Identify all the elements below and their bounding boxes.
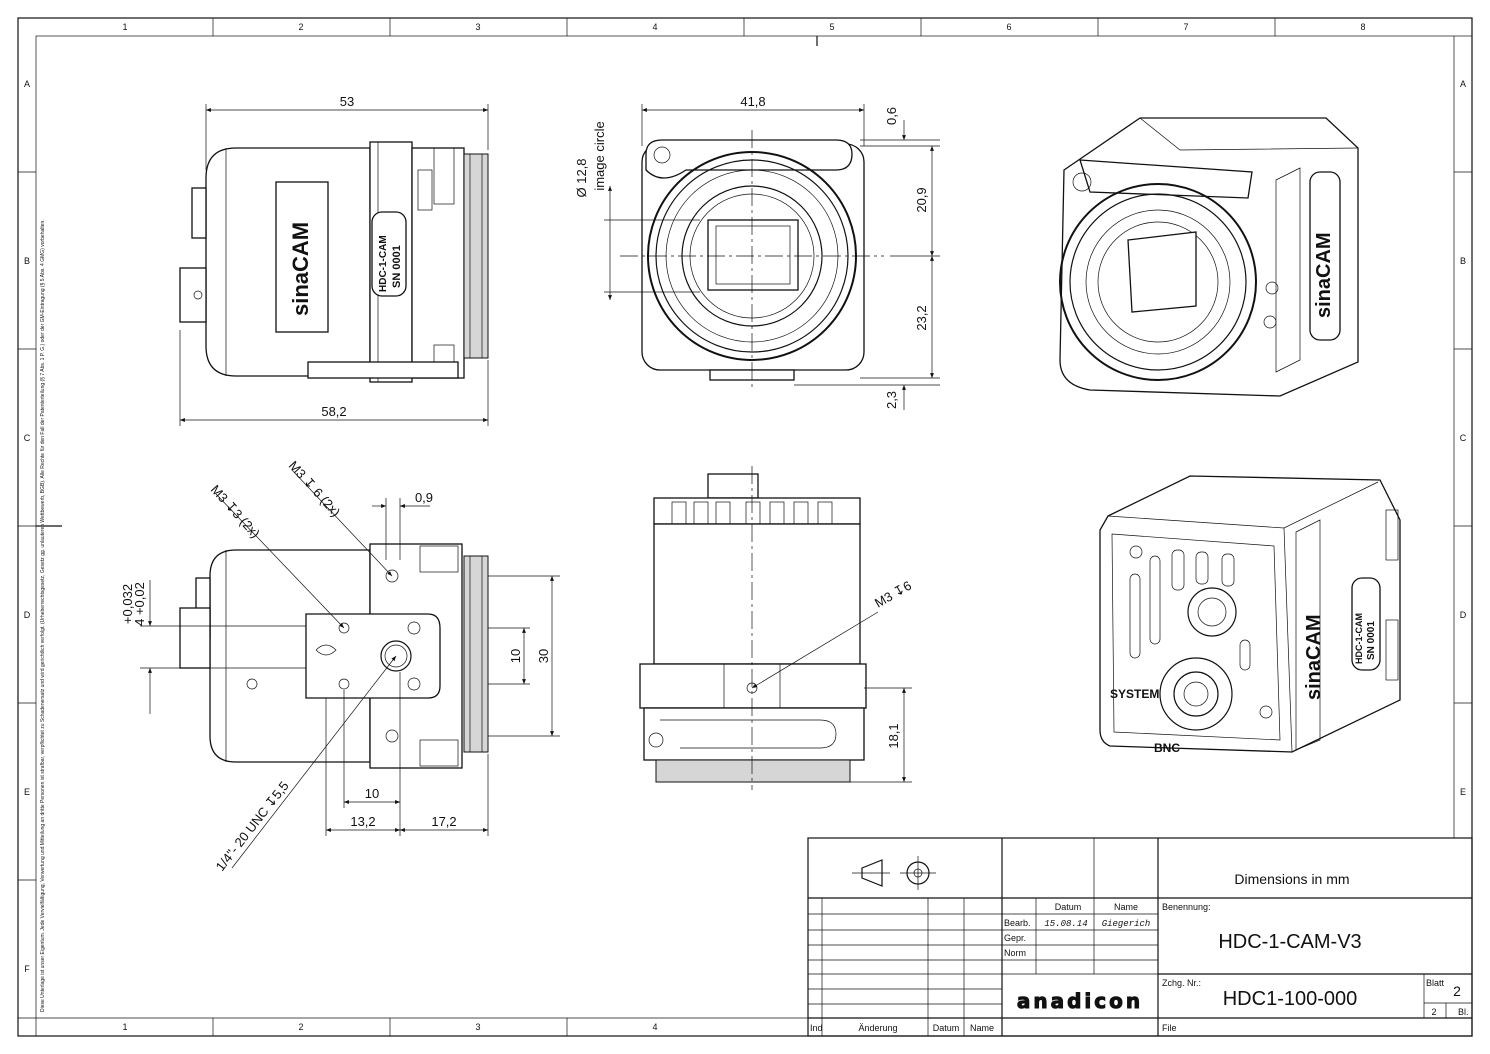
zone-number: 6	[1006, 22, 1011, 32]
copyright-note: Diese Unterlage ist unser Eigentum. Jede…	[40, 219, 46, 1012]
dim-label: 18,1	[886, 723, 901, 748]
zone-letters-left: A B C D E F	[24, 79, 31, 974]
bearb-name: Giegerich	[1102, 919, 1151, 929]
iso-view-back: SYSTEM BNC sinaCAM HDC-1-CAM SN 0001	[1099, 475, 1401, 755]
dim-label: Ø 12,8	[574, 158, 589, 197]
sheet-count: 2	[1431, 1007, 1436, 1017]
port-label: SYSTEM	[1110, 687, 1159, 701]
dim-label: 20,9	[914, 187, 929, 212]
dimensions-note: Dimensions in mm	[1234, 871, 1349, 887]
zone-number: 4	[652, 22, 657, 32]
company-logo: anadicon	[1017, 989, 1143, 1013]
thread-label: M3 ↧3 (2x)	[208, 482, 263, 541]
file-label: File	[1162, 1023, 1177, 1033]
dim-label: 0,6	[884, 107, 899, 125]
dim-label: image circle	[592, 121, 607, 190]
projection-symbol-icon	[852, 856, 936, 890]
dim-label: 2,3	[884, 391, 899, 409]
brand-label: sinaCAM	[1313, 232, 1335, 318]
serial-label: SN 0001	[1366, 621, 1377, 660]
zone-numbers-top: 1 2 3 4 5 6 7 8	[122, 22, 1365, 32]
zone-number: 2	[298, 22, 303, 32]
zone-letter: A	[1460, 79, 1466, 89]
dim-label: +0,032	[120, 584, 135, 624]
benennung-label: Benennung:	[1162, 902, 1211, 912]
zone-letter: C	[1460, 433, 1467, 443]
zone-letter: C	[24, 433, 31, 443]
zone-letter: D	[1460, 610, 1467, 620]
dim-label: 23,2	[914, 305, 929, 330]
zone-number: 4	[652, 1022, 657, 1032]
drawing-number: HDC1-100-000	[1223, 988, 1358, 1010]
zone-number: 3	[475, 22, 480, 32]
zone-number: 1	[122, 1022, 127, 1032]
row-gepr: Gepr.	[1004, 933, 1026, 943]
dim-label: 41,8	[740, 94, 765, 109]
thread-label: M3 ↧ 6 (2x)	[286, 458, 344, 520]
column-name2: Name	[970, 1023, 994, 1033]
column-name: Name	[1114, 902, 1138, 912]
zone-number: 2	[298, 1022, 303, 1032]
sheet-frame	[17, 17, 1473, 1037]
model-label: HDC-1-CAM	[1354, 613, 1364, 664]
row-bearb: Bearb.	[1004, 918, 1031, 928]
drawing-title: HDC-1-CAM-V3	[1218, 931, 1361, 953]
thread-label: 1/4"- 20 UNC ↧5,5	[213, 778, 292, 873]
blatt-label: Blatt	[1426, 978, 1445, 988]
port-label: BNC	[1154, 741, 1180, 755]
column-datum2: Datum	[933, 1023, 960, 1033]
dim-label: 10	[365, 786, 379, 801]
dim-label: 10	[508, 649, 523, 663]
serial-label: SN 0001	[391, 245, 403, 288]
zchg-label: Zchg. Nr.:	[1162, 978, 1201, 988]
zone-letter: F	[24, 964, 30, 974]
model-label: HDC-1-CAM	[378, 235, 389, 292]
iso-view-front: sinaCAM	[1059, 117, 1359, 397]
sheet-count-label: Bl.	[1458, 1007, 1469, 1017]
title-block: Dimensions in mm Datum Name Bearb. 15.08…	[807, 837, 1473, 1037]
zone-letter: E	[1460, 787, 1466, 797]
zone-numbers-bottom: 1 2 3 4	[122, 1022, 657, 1032]
row-norm: Norm	[1004, 948, 1026, 958]
zone-number: 5	[829, 22, 834, 32]
dim-label: 17,2	[431, 814, 456, 829]
zone-letters-right: A B C D E	[1460, 79, 1467, 797]
zone-number: 1	[122, 22, 127, 32]
side-view-bottom: M3 ↧3 (2x) M3 ↧ 6 (2x) 1/4"- 20 UNC ↧5,5…	[120, 458, 560, 874]
dim-label: 30	[536, 649, 551, 663]
dim-label: 13,2	[350, 814, 375, 829]
column-aenderung: Änderung	[858, 1023, 897, 1033]
dim-label: 0,9	[415, 490, 433, 505]
zone-letter: D	[24, 610, 31, 620]
zone-letter: B	[1460, 256, 1466, 266]
zone-letter: E	[24, 787, 30, 797]
zone-letter: A	[24, 79, 30, 89]
dim-label: 4 +0,02	[132, 582, 147, 626]
thread-label: M3 ↧6	[872, 578, 914, 611]
zone-number: 8	[1360, 22, 1365, 32]
zone-letter: B	[24, 256, 30, 266]
zone-number: 7	[1183, 22, 1188, 32]
sheet-number: 2	[1453, 983, 1461, 999]
zone-number: 3	[475, 1022, 480, 1032]
dim-label: 53	[340, 94, 354, 109]
column-datum: Datum	[1055, 902, 1082, 912]
bottom-view: M3 ↧6 18,1	[639, 466, 914, 790]
brand-label: sinaCAM	[288, 222, 313, 316]
dim-label: 58,2	[321, 404, 346, 419]
side-view-top: sinaCAM HDC-1-CAM SN 0001 53 58,2	[179, 94, 489, 426]
front-view-top: 41,8 Ø 12,8 image circle 0,6 20,9 23,2 2…	[574, 94, 940, 410]
column-ind: Ind	[810, 1023, 823, 1033]
bearb-date: 15.08.14	[1044, 919, 1087, 929]
brand-label: sinaCAM	[1303, 614, 1325, 700]
